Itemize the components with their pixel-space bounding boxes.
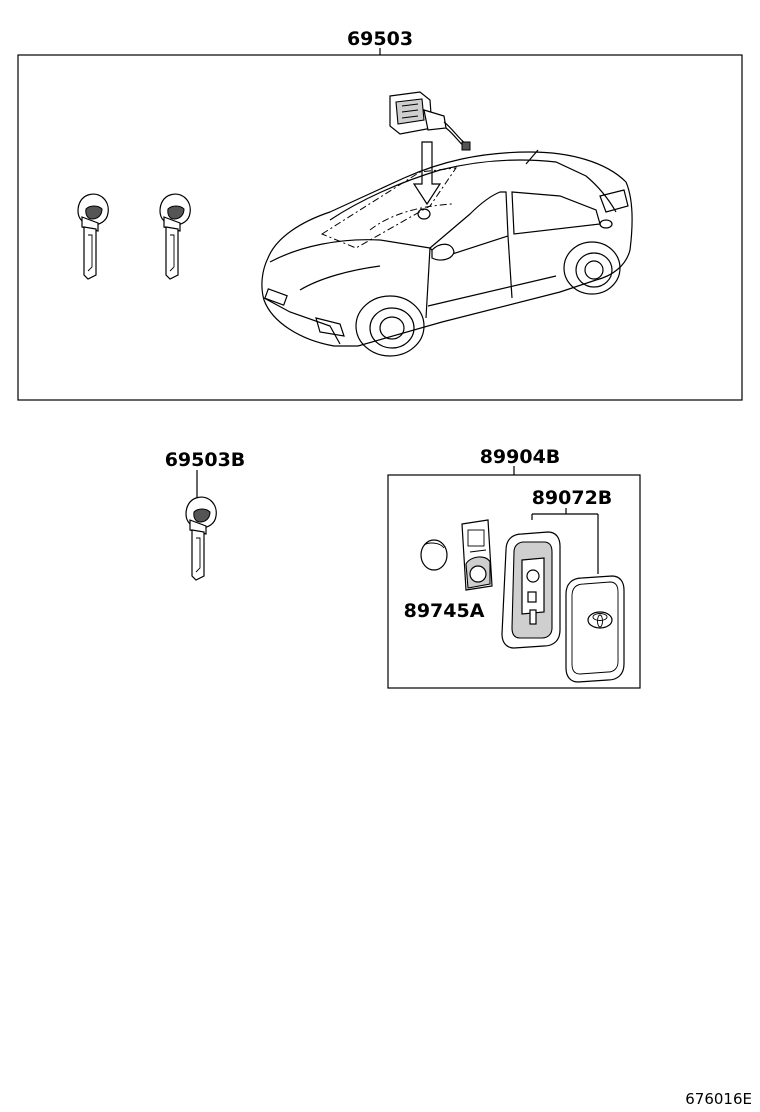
label-89904B[interactable]: 89904B	[480, 446, 561, 468]
figure-id: 676016E	[685, 1090, 752, 1108]
label-69503[interactable]: 69503	[347, 28, 413, 50]
smart-key-group-89904B: 89904B 89072B 89745A	[387, 446, 641, 689]
coin-battery-icon[interactable]	[420, 539, 448, 571]
label-69503B[interactable]: 69503B	[165, 449, 246, 471]
car-illustration	[261, 149, 633, 357]
smart-key-case-icon[interactable]	[501, 531, 561, 649]
leader-89072B	[531, 508, 599, 574]
kit-group-69503: 69503	[17, 28, 743, 401]
kit-frame	[17, 54, 743, 401]
toyota-emblem-icon	[587, 611, 613, 629]
mechanical-key-icon[interactable]	[159, 193, 191, 280]
smart-key-frame	[387, 474, 641, 689]
label-89745A[interactable]: 89745A	[404, 600, 485, 622]
mechanical-key-icon[interactable]	[77, 193, 109, 280]
lock-cylinder-icon[interactable]	[389, 91, 471, 151]
install-arrow	[412, 141, 442, 206]
smart-key-case-icon[interactable]	[565, 575, 625, 683]
mechanical-key-icon[interactable]	[185, 496, 217, 581]
label-89072B[interactable]: 89072B	[532, 487, 613, 509]
key-group-69503B: 69503B	[165, 449, 246, 581]
circuit-board-icon[interactable]	[461, 519, 493, 591]
